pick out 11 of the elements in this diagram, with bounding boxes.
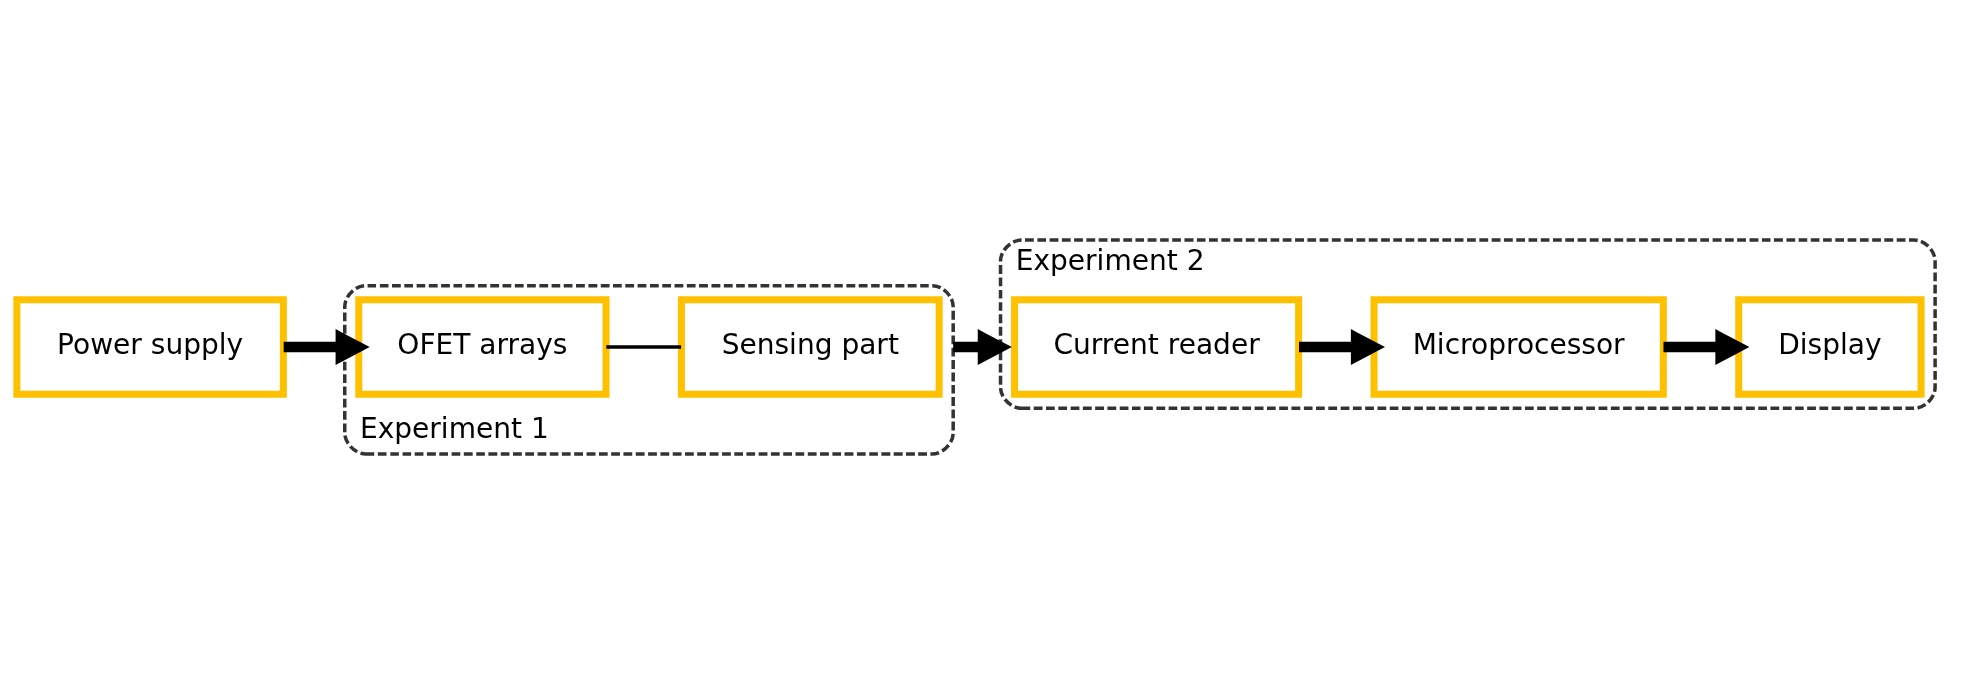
node-box: Display [1735, 295, 1925, 398]
arrow [1299, 328, 1385, 365]
node-box: Microprocessor [1370, 295, 1667, 398]
node-box: Sensing part [677, 295, 943, 398]
arrow [953, 328, 1012, 365]
node-box: Power supply [13, 295, 287, 398]
node-box: OFET arrays [355, 295, 610, 398]
node-box: Current reader [1011, 295, 1303, 398]
arrow [283, 328, 370, 365]
arrow [1663, 328, 1750, 365]
connector [606, 344, 682, 349]
